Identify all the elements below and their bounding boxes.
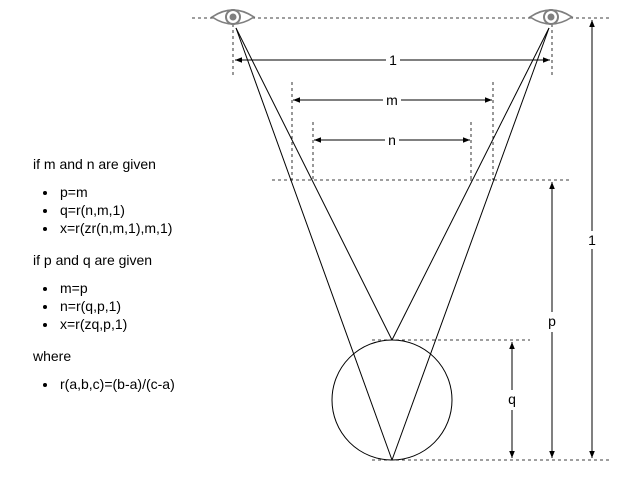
notes-list-p-q: m=p n=r(q,p,1) x=r(zq,p,1)	[33, 279, 253, 333]
left-sight-line-to-circle-top	[235, 27, 393, 341]
q-label: q	[508, 391, 516, 407]
n-label: n	[388, 132, 396, 148]
list-item: r(a,b,c)=(b-a)/(c-a)	[58, 375, 253, 393]
sphere-circle	[331, 339, 453, 461]
one-right-label: 1	[588, 232, 596, 248]
notes-list-m-n: p=m q=r(n,m,1) x=r(zr(n,m,1),m,1)	[33, 183, 253, 237]
notes-heading-where: where	[33, 348, 72, 364]
list-item: x=r(zq,p,1)	[58, 315, 253, 333]
list-item: p=m	[58, 183, 253, 201]
notes-heading-m-n: if m and n are given	[33, 156, 156, 172]
right-eye-icon	[528, 9, 574, 25]
list-item: n=r(q,p,1)	[58, 297, 253, 315]
right-sight-line-to-circle-bottom	[391, 27, 550, 461]
notes-list-where: r(a,b,c)=(b-a)/(c-a)	[33, 375, 253, 393]
list-item: x=r(zr(n,m,1),m,1)	[58, 219, 253, 237]
list-item: q=r(n,m,1)	[58, 201, 253, 219]
left-eye-icon	[210, 9, 256, 25]
notes-heading-p-q: if p and q are given	[33, 252, 153, 268]
p-label: p	[548, 313, 556, 329]
left-sight-line-to-circle-bottom	[235, 27, 393, 461]
formula-notes: if m and n are given p=m q=r(n,m,1) x=r(…	[33, 155, 253, 407]
m-label: m	[386, 92, 398, 108]
one-top-label: 1	[389, 52, 397, 68]
list-item: m=p	[58, 279, 253, 297]
right-sight-line-to-circle-top	[391, 27, 550, 341]
